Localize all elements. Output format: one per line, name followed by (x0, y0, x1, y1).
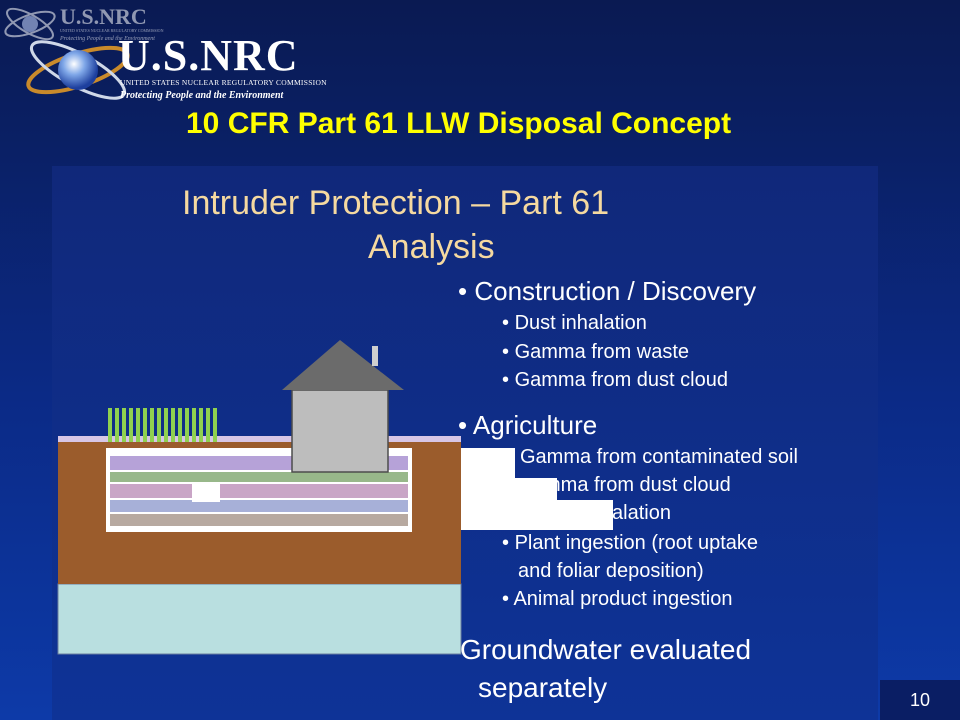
house-icon (282, 340, 404, 473)
logo-tagline-faded: Protecting People and the Environment (60, 36, 155, 42)
logo-subtitle: UNITED STATES NUCLEAR REGULATORY COMMISS… (120, 78, 327, 87)
logo-subtitle-faded: UNITED STATES NUCLEAR REGULATORY COMMISS… (60, 28, 164, 33)
plant-rows-icon (108, 408, 217, 442)
figure-title-line1: Intruder Protection – Part 61 (182, 184, 610, 222)
groundwater-layer (57, 583, 462, 655)
section-heading-agriculture: Agriculture (472, 410, 598, 440)
nrc-logo-faded: U.S.NRC UNITED STATES NUCLEAR REGULATORY… (0, 0, 200, 50)
list-item: • Gamma from waste (502, 341, 690, 363)
atom-logo-icon (26, 40, 130, 100)
page-number: 10 (880, 680, 960, 720)
list-item: • Animal product ingestion (502, 588, 733, 610)
list-item: alation (612, 502, 671, 524)
ground-surface (58, 436, 461, 442)
groundwater-note-line2: separately (478, 672, 608, 703)
nrc-logo: U.S.NRC UNITED STATES NUCLEAR REGULATORY… (0, 0, 327, 110)
mask-block (461, 478, 557, 500)
disposal-cross-section-diagram (57, 340, 613, 655)
slide-title: 10 CFR Part 61 LLW Disposal Concept (186, 107, 732, 140)
mask-block (461, 448, 515, 478)
list-item: • Gamma from dust cloud (502, 369, 728, 391)
bullet-construction: • Construction / Discovery (458, 276, 757, 306)
list-item: • Dust inhalation (502, 312, 647, 334)
list-item: Gamma from contaminated soil (520, 446, 798, 468)
list-item: • Plant ingestion (root uptake (502, 532, 759, 554)
mask-block (461, 500, 613, 530)
list-item: mma from dust cloud (544, 474, 731, 496)
groundwater-note-line1: Groundwater evaluated (460, 634, 752, 665)
list-item: and foliar deposition) (518, 560, 704, 582)
logo-wordmark: U.S.NRC (118, 31, 299, 80)
intruder-protection-figure: Intruder Protection – Part 61 Analysis (52, 166, 878, 720)
bullet-agriculture: • Agriculture (458, 410, 598, 440)
atom-logo-icon (4, 7, 56, 41)
logo-tagline: Protecting People and the Environment (120, 90, 284, 101)
figure-title-line2: Analysis (368, 228, 495, 266)
logo-wordmark-faded: U.S.NRC (60, 4, 147, 29)
section-heading-construction: Construction / Discovery (474, 276, 757, 306)
